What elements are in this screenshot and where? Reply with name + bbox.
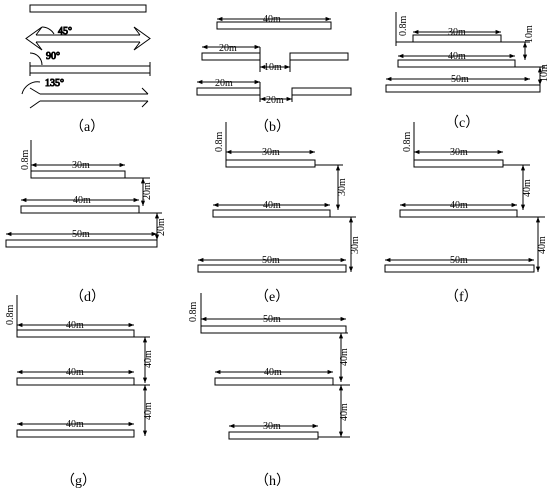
dim-label: 20m [266, 95, 284, 106]
plain-building-bar [29, 4, 147, 13]
dim-label: 10m [264, 62, 282, 73]
dim-label-vertical: 20m [156, 218, 167, 236]
dim-label-vertical: 0.8m [188, 302, 199, 323]
dim-label-vertical: 30m [337, 178, 348, 196]
building-bar [289, 52, 349, 61]
dim-label: 40m [66, 320, 84, 331]
dim-label-vertical: 0.8m [402, 132, 413, 153]
building-bar [212, 209, 331, 218]
dim-label-vertical: 0.8m [20, 150, 31, 171]
dim-label: 40m [66, 419, 84, 430]
dim-label-vertical: 0.8m [214, 132, 225, 153]
building-bar [228, 431, 319, 440]
dim-label: 50m [451, 74, 469, 85]
building-bar [397, 59, 516, 68]
dim-label: 40m [263, 200, 281, 211]
dim-label: 40m [66, 367, 84, 378]
dim-label-vertical: 40m [522, 179, 533, 197]
dim-label: 50m [72, 229, 90, 240]
panel-d [5, 140, 162, 248]
panel-c [385, 12, 545, 93]
panel-e [197, 122, 356, 273]
dim-label: 40m [263, 14, 281, 25]
building-bar [214, 377, 334, 386]
dim-label-vertical: 40m [143, 350, 154, 368]
dim-label: 30m [448, 27, 466, 38]
dim-label-vertical: 40m [537, 236, 548, 254]
dim-label-vertical: 30m [350, 236, 361, 254]
dim-label-vertical: 0.8m [5, 305, 16, 326]
building-bar [200, 325, 347, 334]
dim-label: 30m [72, 160, 90, 171]
building-bar [20, 205, 140, 214]
panel-caption-b: （b） [255, 119, 290, 135]
dim-label: 20m [219, 43, 237, 54]
dim-label: 50m [263, 314, 281, 325]
dim-label: 40m [73, 195, 91, 206]
dim-label: 40m [264, 367, 282, 378]
dim-label: 40m [448, 51, 466, 62]
building-bar-135 [21, 81, 149, 109]
building-bar-45 [25, 26, 151, 51]
building-bar [399, 209, 518, 218]
dim-label-vertical: 40m [339, 348, 350, 366]
building-bar [16, 377, 135, 386]
panel-caption-f: （f） [445, 289, 478, 305]
panel-caption-e: （e） [255, 289, 289, 305]
building-bar [291, 87, 352, 96]
dim-label: 40m [450, 200, 468, 211]
dim-label: 30m [262, 147, 280, 158]
dim-label-vertical: 40m [143, 402, 154, 420]
dim-label: 30m [263, 421, 281, 432]
building-bar [197, 264, 347, 273]
dim-label: 20m [215, 78, 233, 89]
building-bar [16, 429, 135, 438]
building-bar [201, 52, 261, 61]
building-bar [413, 159, 504, 168]
dim-label: 30m [450, 147, 468, 158]
building-bar [225, 159, 316, 168]
panel-caption-d: （d） [70, 289, 105, 305]
panel-caption-h: （h） [255, 473, 290, 489]
dim-label-vertical: 10m [539, 64, 550, 82]
dim-label-vertical: 40m [339, 403, 350, 421]
panel-f [384, 122, 545, 273]
panel-b [196, 16, 352, 102]
panel-caption-g: （g） [61, 473, 96, 489]
building-bar [16, 329, 135, 338]
building-bar [196, 87, 261, 96]
dim-label-vertical: 10m [524, 25, 535, 43]
panel-caption-c: （c） [445, 115, 479, 131]
dim-label: 50m [450, 255, 468, 266]
dim-label-vertical: 20m [142, 182, 153, 200]
angle-label-135: 135° [45, 78, 64, 89]
building-bar [5, 239, 158, 248]
dim-label-vertical: 0.8m [398, 16, 409, 37]
building-bar [30, 170, 126, 179]
dim-label: 50m [262, 255, 280, 266]
building-bar [385, 84, 541, 93]
panel-caption-a: （a） [70, 119, 104, 135]
angle-label-45: 45° [58, 26, 72, 37]
panel-g [16, 295, 150, 438]
building-bar [384, 264, 535, 273]
panel-a: 45° 90° 135° [21, 4, 151, 109]
building-bar [216, 21, 332, 30]
panel-h [200, 293, 350, 440]
angle-label-90: 90° [46, 51, 60, 62]
building-bar-90 [29, 52, 151, 76]
